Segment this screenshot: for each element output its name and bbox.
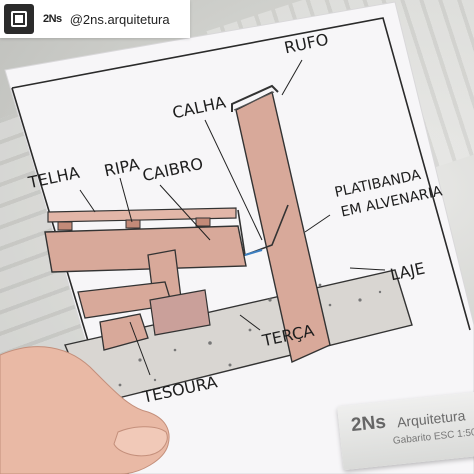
- tesoura-brace: [149, 289, 211, 336]
- thumb: [113, 426, 168, 457]
- sign-title: 2Ns: [350, 411, 387, 437]
- calha-water: [244, 249, 263, 256]
- sign-scale: Gabarito ESC 1:50: [392, 427, 474, 447]
- rufo-flashing: [231, 84, 279, 112]
- frame-border-top: [11, 17, 471, 331]
- brand-mark: 2Ns: [43, 13, 62, 25]
- rufo-flashing-inner: [233, 91, 275, 111]
- ripa-battens: [57, 217, 211, 231]
- leader-lines: [79, 59, 386, 376]
- sign-word: Arquitetura: [396, 407, 467, 431]
- repost-header: 2Ns @2ns.arquitetura: [0, 0, 190, 38]
- account-handle[interactable]: @2ns.arquitetura: [69, 11, 170, 27]
- account-logo-icon[interactable]: [4, 4, 34, 34]
- tesoura-truss-strut: [99, 313, 149, 351]
- caibro-rafter: [44, 225, 247, 273]
